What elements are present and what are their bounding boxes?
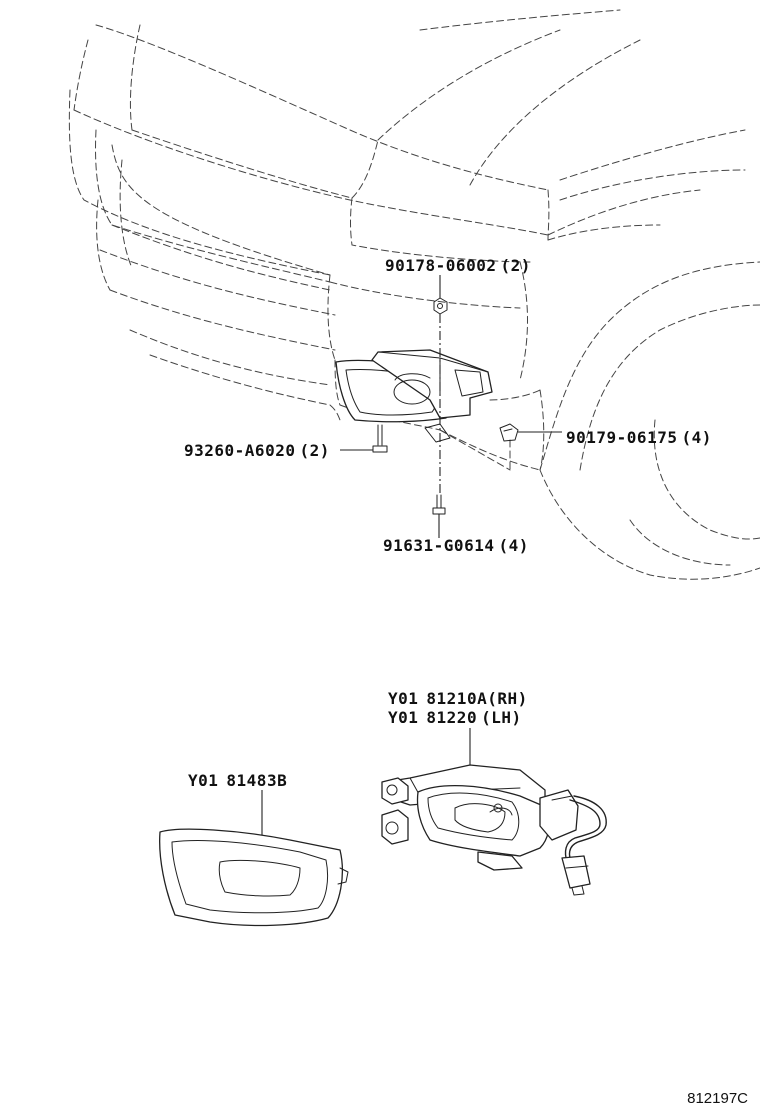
vehicle-front-outline bbox=[68, 9, 760, 580]
callout-labels: 90178-06002(2) 90179-06175(4) 93260-A602… bbox=[184, 256, 748, 1107]
installed-fog-lamp bbox=[335, 297, 519, 515]
leader-lines-upper bbox=[340, 275, 562, 538]
callout-nut-upper: 90178-06002(2) bbox=[385, 256, 531, 275]
callout-screw-left: 93260-A6020(2) bbox=[184, 441, 330, 460]
callout-clip-right: 90179-06175(4) bbox=[566, 428, 712, 447]
fog-lamp-assembly bbox=[381, 728, 607, 896]
diagram-reference-code: 812197C bbox=[687, 1090, 748, 1107]
fog-lamp-bezel bbox=[159, 790, 349, 927]
callout-bolt-lower: 91631-G0614(4) bbox=[383, 536, 529, 555]
